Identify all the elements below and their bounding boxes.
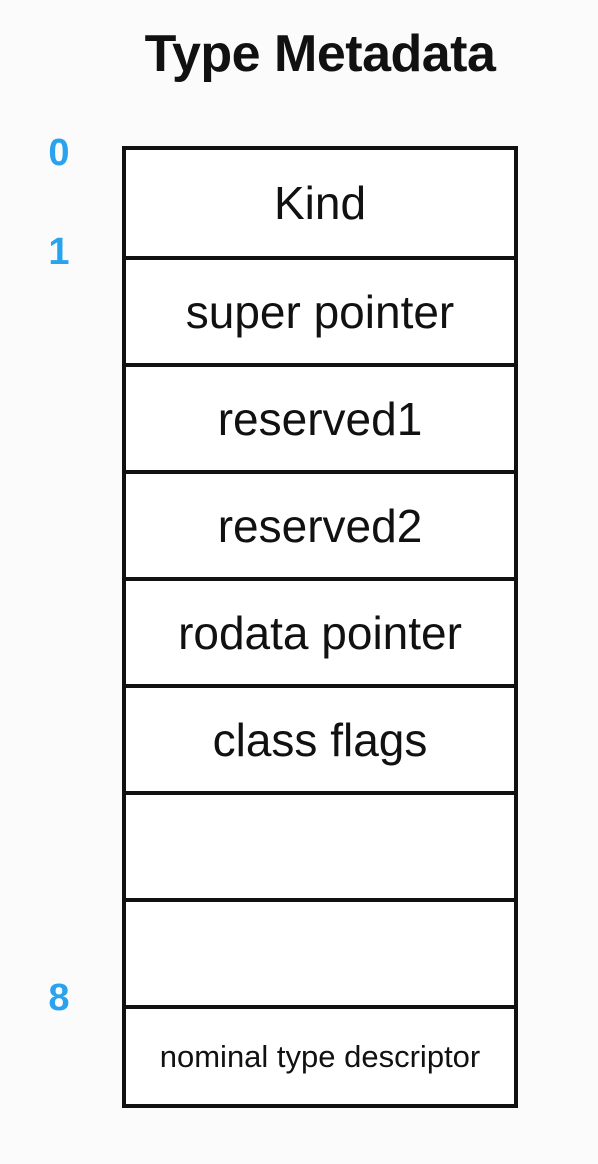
row-nominal-type-descriptor: nominal type descriptor [126,1005,514,1104]
offset-label-0: 0 [48,132,70,174]
row-class-flags: class flags [126,684,514,791]
row-empty-2 [126,898,514,1005]
row-rodata-pointer: rodata pointer [126,577,514,684]
row-empty-1 [126,791,514,898]
offset-label-1: 1 [48,231,70,273]
row-kind: Kind [273,177,367,229]
row-reserved1: reserved1 [126,363,514,470]
row-reserved2: reserved2 [126,470,514,577]
row-super-pointer: super pointer [126,256,514,363]
offset-label-8: 8 [48,977,70,1019]
diagram-title: Type Metadata [144,25,496,83]
metadata-layout-table: Kind super pointer reserved1 reserved2 r… [122,146,518,1108]
